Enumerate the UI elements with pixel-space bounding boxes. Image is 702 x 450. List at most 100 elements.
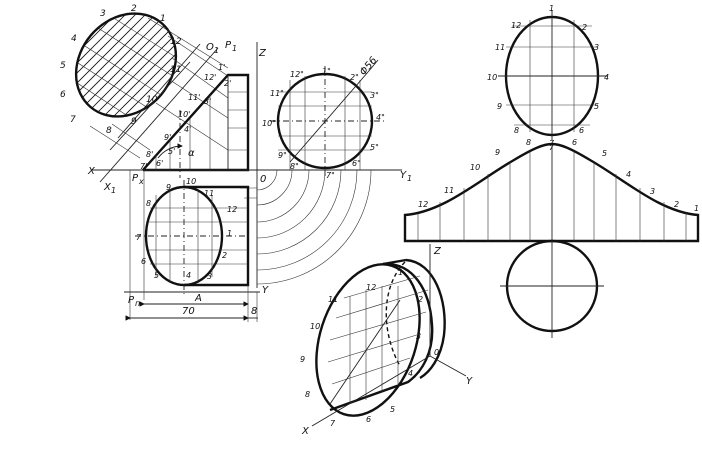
plan-11: 11 (204, 189, 214, 198)
side-12: 12" (290, 70, 304, 79)
side-circle (276, 72, 374, 170)
iso-8: 8 (305, 390, 310, 399)
ov-label-8: 8 (106, 126, 112, 136)
y1-label: Y (400, 170, 407, 181)
x1-label: X (103, 182, 112, 193)
true-size-section (55, 0, 229, 183)
x1-sub: 1 (111, 186, 116, 195)
plan-9: 9 (166, 183, 171, 192)
side-11: 11" (270, 89, 284, 98)
development (403, 142, 700, 243)
iso-6: 6 (366, 415, 371, 424)
dev-4: 4 (626, 170, 631, 179)
dev-3: 3 (650, 187, 655, 196)
side-5: 5" (370, 143, 379, 152)
front-10p: 10' (178, 110, 190, 119)
front-4p: 4' (184, 125, 191, 134)
iso-11: 11 (328, 295, 338, 304)
iso-x-label: X (301, 426, 310, 437)
isometric-view (311, 244, 467, 427)
iso-axis-y (429, 355, 467, 377)
p1-sub: 1 (232, 44, 237, 53)
o1-sub: 1 (214, 46, 219, 55)
side-10: 10" (262, 119, 276, 128)
front-5p: 5' (168, 147, 175, 156)
ov-label-4: 4 (71, 34, 77, 44)
side-6: 6" (352, 159, 361, 168)
front-outline (142, 73, 250, 172)
plan-6: 6 (141, 257, 146, 266)
tr-1: 1 (549, 4, 554, 13)
tr-11: 11 (495, 43, 505, 52)
section-true-shape (498, 10, 608, 140)
dim-a: A (194, 293, 202, 304)
dim-70: 70 (182, 306, 195, 317)
dev-7: 7 (549, 139, 555, 148)
ov-label-7: 7 (70, 115, 76, 125)
iso-z-label: Z (433, 246, 442, 257)
front-2p: 2' (224, 79, 231, 88)
front-9p: 9' (164, 133, 171, 142)
axis-z-label: Z (258, 48, 267, 59)
axis-x-label: X (87, 166, 96, 177)
iso-12: 12 (366, 283, 376, 292)
tr-10: 10 (487, 73, 497, 82)
front-12p: 12' (204, 73, 216, 82)
ov-label-2: 2 (131, 4, 137, 14)
front-1p: 1' (218, 63, 225, 72)
side-9: 9" (278, 151, 287, 160)
diameter-label: Φ56 (358, 55, 380, 78)
iso-10: 10 (310, 322, 320, 331)
iso-2: 2 (418, 295, 423, 304)
ov-label-9: 9 (131, 117, 137, 127)
dev-5: 5 (602, 149, 607, 158)
side-1: 1" (322, 67, 331, 76)
ov-label-6: 6 (60, 90, 66, 100)
tr-4: 4 (604, 73, 609, 82)
p1-label: P (225, 40, 232, 51)
front-6p: 6' (156, 159, 163, 168)
projection-axes (92, 42, 402, 320)
dev-2: 2 (674, 200, 679, 209)
ov-label-11: 11 (170, 65, 181, 75)
iso-4: 4 (408, 369, 413, 378)
dimensions (125, 285, 258, 322)
projection-axis-o1p1 (99, 47, 219, 183)
side-7: 7" (326, 171, 335, 180)
dev-8: 8 (526, 138, 531, 147)
y1-sub: 1 (407, 174, 412, 183)
iso-0: 0 (434, 348, 439, 357)
dev-12: 12 (418, 200, 428, 209)
front-11p: 11' (188, 93, 200, 102)
px-label: P (132, 173, 139, 184)
side-8: 8" (290, 162, 299, 171)
ov-label-12: 12 (170, 37, 182, 47)
iso-section-ellipse (315, 263, 421, 417)
plan-3: 3 (207, 272, 212, 281)
angle-alpha: α (188, 148, 195, 159)
dev-9: 9 (495, 148, 500, 157)
px-sub: x (138, 177, 144, 186)
development-base-circle (500, 239, 604, 338)
iso-9: 9 (300, 355, 305, 364)
dev-11: 11 (444, 186, 454, 195)
plan-12: 12 (227, 205, 237, 214)
plan-1: 1 (227, 229, 232, 238)
tr-2: 2 (582, 23, 587, 32)
side-2: 2" (350, 73, 359, 82)
front-8p: 8' (146, 150, 153, 159)
plan-4: 4 (186, 271, 191, 280)
section-outline (74, 12, 178, 118)
pn-sub: п (135, 299, 140, 308)
plan-y-label: Y (262, 285, 269, 296)
front-7p: 7' (140, 162, 147, 171)
iso-1: 1 (398, 268, 403, 277)
iso-5: 5 (390, 405, 395, 414)
ov-label-1: 1 (160, 14, 166, 24)
side-4: 4" (376, 113, 385, 122)
dev-6: 6 (572, 138, 577, 147)
origin-label: 0 (260, 174, 266, 185)
o1-label: O (206, 42, 214, 53)
pn-label: P (128, 295, 135, 306)
